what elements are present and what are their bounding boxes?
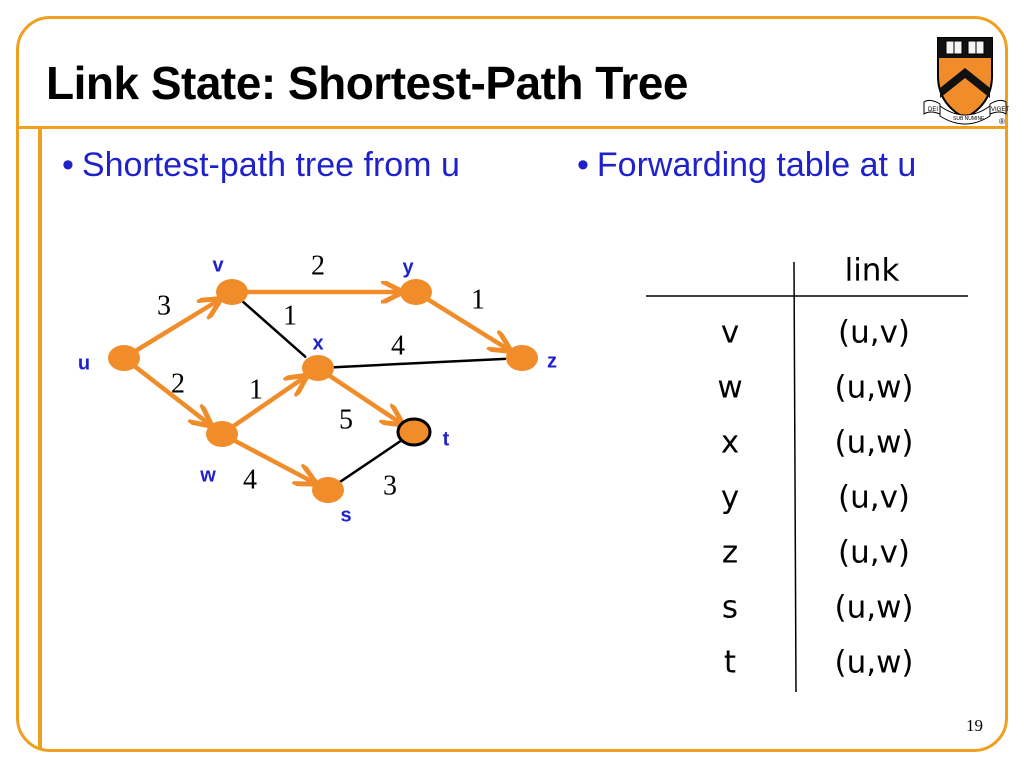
node-label-t: t <box>443 428 450 450</box>
table-dest-x: x <box>721 425 739 461</box>
bullet-left-text: Shortest-path tree from u <box>81 146 460 184</box>
university-crest-logo: DEI SUB NUMINE VIGET ® <box>923 37 1009 126</box>
node-t <box>396 417 432 447</box>
edge-weight-u-v: 3 <box>157 290 171 321</box>
table-dest-w: w <box>717 370 742 406</box>
edge-weight-w-s: 4 <box>243 464 257 495</box>
edge-v-x <box>241 300 307 358</box>
node-label-z: z <box>547 350 557 372</box>
node-u <box>108 345 140 371</box>
node-label-s: s <box>340 504 351 526</box>
node-y <box>400 279 432 305</box>
crest-motto-right: VIGET <box>991 107 1009 113</box>
slide-frame <box>16 16 1008 752</box>
page-number: 19 <box>966 716 983 735</box>
node-v <box>216 279 248 305</box>
table-dest-y: y <box>721 480 739 516</box>
table-link-v: (u,v) <box>838 315 910 351</box>
node-label-y: y <box>402 256 414 278</box>
node-w <box>206 421 238 447</box>
node-label-v: v <box>212 254 224 276</box>
bullet-marker: • <box>577 146 589 184</box>
node-label-x: x <box>312 332 323 354</box>
table-link-y: (u,v) <box>838 480 910 516</box>
edge-weight-s-t: 3 <box>383 470 397 501</box>
edge-u-v-tree <box>133 301 218 353</box>
table-link-w: (u,w) <box>834 370 913 406</box>
table-column-rule <box>793 261 797 693</box>
table-dest-v: v <box>721 315 739 351</box>
edge-x-t-tree <box>327 373 400 423</box>
edge-w-s-tree <box>232 438 313 483</box>
table-dest-s: s <box>722 590 738 626</box>
edge-u-w-tree <box>132 364 209 424</box>
bullet-shortest-path-tree: •Shortest-path tree from u <box>62 146 460 185</box>
edge-weight-x-z: 4 <box>391 330 405 361</box>
edge-weight-x-t: 5 <box>339 404 353 435</box>
edge-w-x-tree <box>231 378 304 429</box>
title-divider <box>19 126 1005 129</box>
edge-s-t <box>338 440 402 484</box>
bullet-right-text: Forwarding table at u <box>596 146 917 184</box>
table-dest-t: t <box>724 645 736 681</box>
edge-y-z-tree <box>425 297 508 349</box>
crest-motto-mid: SUB NUMINE <box>953 116 985 122</box>
table-dest-z: z <box>722 535 738 571</box>
edge-weight-v-x: 1 <box>283 300 297 331</box>
node-s <box>312 477 344 503</box>
table-link-x: (u,w) <box>834 425 913 461</box>
edges-layer <box>132 292 508 484</box>
node-x <box>302 355 334 381</box>
crest-registered-mark: ® <box>999 117 1005 126</box>
edge-weight-v-y: 2 <box>311 250 325 281</box>
edge-x-z <box>330 357 507 369</box>
node-z <box>506 345 538 371</box>
slide-title: Link State: Shortest-Path Tree <box>46 57 688 109</box>
left-accent-bar <box>38 126 42 748</box>
table-header-link: link <box>845 253 900 289</box>
edge-weight-w-x: 1 <box>249 374 263 405</box>
node-label-w: w <box>199 464 216 486</box>
table-link-z: (u,v) <box>838 535 910 571</box>
edge-weight-y-z: 1 <box>471 284 485 315</box>
edge-weight-u-w: 2 <box>171 368 185 399</box>
forwarding-table: link v (u,v) w (u,w) x (u,w) y (u,v) z (u,v) s (u,w)… <box>646 253 968 693</box>
table-link-s: (u,w) <box>834 590 913 626</box>
bullet-forwarding-table: •Forwarding table at u <box>577 146 916 185</box>
table-link-t: (u,w) <box>834 645 913 681</box>
node-label-u: u <box>78 352 90 374</box>
nodes-layer <box>108 279 538 503</box>
crest-motto-left: DEI <box>928 107 938 113</box>
labels-layer: u v w x y z s t <box>78 254 557 526</box>
bullet-marker: • <box>62 146 74 184</box>
